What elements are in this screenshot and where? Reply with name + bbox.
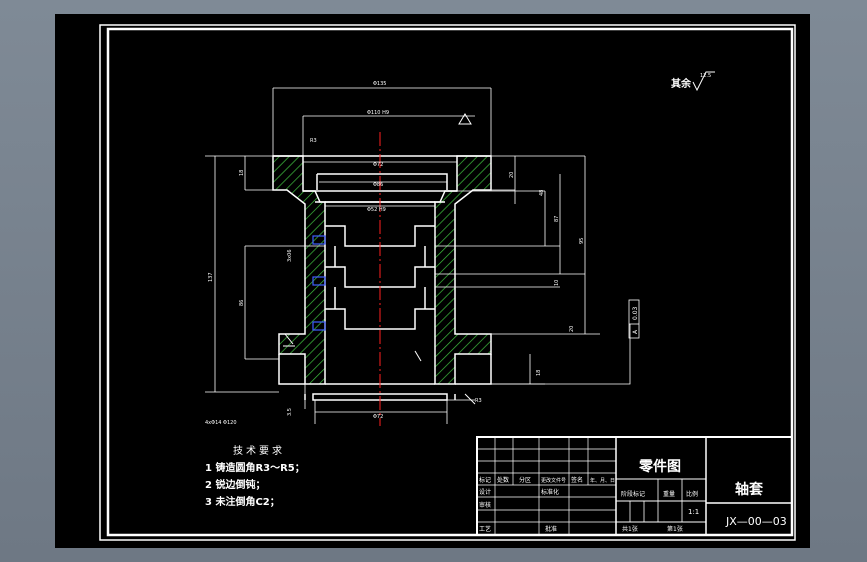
tb-label-mark: 标记 [479, 476, 491, 484]
dim-d-outer: Φ135 [373, 81, 386, 87]
dim-d-bore: Φ52 H9 [367, 207, 386, 213]
dim-holes-note: 4xΦ14 Φ120 [205, 420, 237, 426]
dim-h-right-5: 10 [554, 280, 560, 286]
tb-label-zone: 分区 [519, 476, 531, 484]
dim-h-right-4: 95 [579, 238, 585, 244]
dim-h-right-6: 20 [569, 326, 575, 332]
roughness-value: 12.5 [700, 73, 711, 79]
tb-label-date: 年、月、日 [590, 477, 615, 484]
drawing-viewport[interactable]: 其余 12.5 [55, 14, 810, 548]
tb-label-standardize: 标准化 [541, 488, 559, 496]
part-outline [273, 155, 492, 401]
tb-label-approve: 批准 [545, 525, 557, 533]
tb-scale-value: 1:1 [688, 508, 699, 516]
dim-d-upper: Φ110 H9 [367, 110, 389, 116]
dim-r-bottom: R3 [475, 398, 482, 404]
inner-frame [106, 27, 794, 537]
tech-requirements: 技术要求 1 铸造圆角R3～R5； 2 锐边倒钝； 3 未注倒角C2； [205, 444, 305, 508]
engineering-drawing: 其余 12.5 [99, 24, 796, 541]
tb-sheet-no: 第1张 [667, 525, 683, 533]
tb-label-change-doc: 更改文件号 [541, 477, 566, 484]
dimension-lines [205, 87, 631, 424]
tech-item-3: 3 未注倒角C2； [205, 495, 280, 508]
gdt-ref: A [632, 329, 639, 334]
gdt-frame [628, 299, 640, 339]
tb-part-name: 轴套 [735, 481, 763, 498]
tech-title: 技术要求 [233, 444, 285, 457]
dim-r-top: R3 [310, 138, 317, 144]
dim-h-total: 137 [208, 272, 214, 282]
dim-d-neck: Φ86 [373, 182, 383, 188]
dim-h-top-flange: 18 [239, 170, 245, 176]
roughness-symbol [692, 71, 715, 92]
dim-groove-w: 3x06 [287, 249, 293, 262]
tb-sheets-total: 共1张 [622, 525, 638, 533]
dim-d-upper-inner: Φ72 [373, 162, 383, 168]
tb-drawing-no: JX—00—03 [725, 515, 787, 528]
gdt-value: 0.03 [632, 306, 639, 320]
roughness-label: 其余 [671, 77, 692, 90]
tb-label-check: 审核 [479, 501, 491, 509]
tb-drawing-type: 零件图 [638, 458, 681, 475]
dim-h-right-1: 20 [509, 172, 515, 178]
title-block-text: 零件图 轴套 JX—00—03 1:1 阶段标记 重量 比例 共1张 第1张 标… [479, 458, 787, 533]
dim-bottom-small: 3.5 [287, 408, 293, 416]
tb-label-stage: 阶段标记 [621, 490, 645, 498]
hidden-features [312, 235, 326, 331]
tb-label-sign: 签名 [571, 476, 583, 484]
tech-item-2: 2 锐边倒钝； [205, 478, 265, 491]
dim-d-bottom: Φ72 [373, 414, 383, 420]
tb-label-process: 工艺 [479, 525, 491, 533]
tb-label-design: 设计 [479, 488, 491, 496]
dim-h-mid: 86 [239, 300, 245, 306]
datum-symbols [283, 113, 476, 405]
outer-frame [99, 24, 796, 541]
dim-h-right-3: 87 [554, 216, 560, 222]
tb-label-count: 处数 [497, 476, 509, 484]
tb-label-weight: 重量 [663, 490, 675, 498]
tech-item-1: 1 铸造圆角R3～R5； [205, 461, 305, 474]
title-block [476, 436, 793, 536]
dimension-texts: Φ135 Φ110 H9 Φ72 Φ86 Φ52 H9 Φ72 R3 R3 18… [205, 81, 585, 426]
dim-h-right-2: 48 [539, 190, 545, 196]
tb-label-scale: 比例 [686, 490, 698, 498]
section-hatching [272, 155, 492, 385]
dim-h-bottom: 18 [536, 370, 542, 376]
